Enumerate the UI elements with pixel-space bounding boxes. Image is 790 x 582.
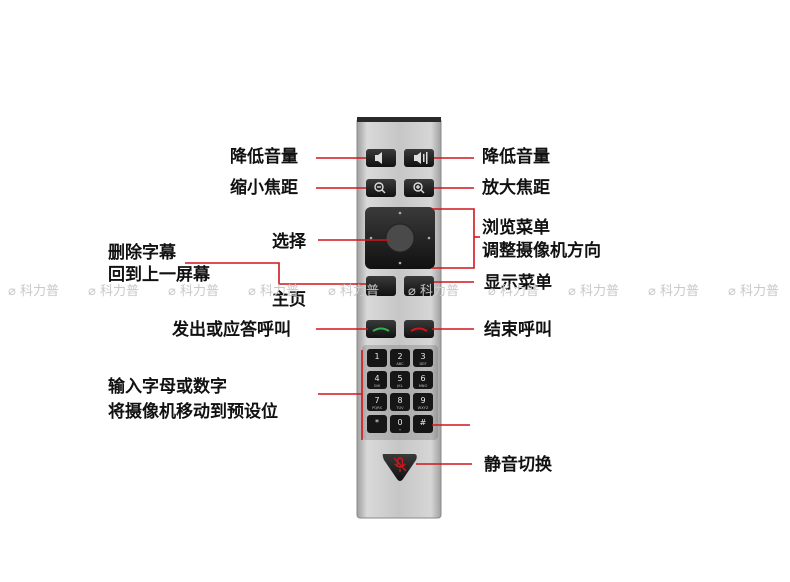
watermark-text: ⌀ 科力普 <box>728 284 779 299</box>
keypad-key-letters: GHI <box>374 384 381 388</box>
label-browse-menu: 浏览菜单 <box>482 218 550 238</box>
label-zoom-in: 放大焦距 <box>482 178 550 198</box>
watermark-text: ⌀ 科力普 <box>88 284 139 299</box>
zoom-in-icon <box>413 182 425 194</box>
label-input-chars: 输入字母或数字 <box>108 377 227 397</box>
keypad-key-letters: WXYZ <box>418 406 429 410</box>
watermark-text: ⌀ 科力普 <box>248 284 299 299</box>
menu-button <box>404 276 434 296</box>
remote-top-edge <box>357 117 441 122</box>
label-call: 发出或应答呼叫 <box>172 320 291 340</box>
label-home: 主页 <box>272 290 306 310</box>
keypad-key-number: 1 <box>374 352 379 361</box>
watermark-text: ⌀ 科力普 <box>168 284 219 299</box>
watermark-text: ⌀ 科力普 <box>648 284 699 299</box>
dpad-arrows <box>369 211 431 265</box>
speaker-high-icon <box>414 152 428 164</box>
keypad-key-number: 5 <box>397 374 402 383</box>
zoom-out-button <box>366 179 396 197</box>
label-adjust-camera: 调整摄像机方向 <box>482 241 601 261</box>
zoom-out-icon <box>374 182 386 194</box>
watermark-text: ⌀ 科力普 <box>8 284 59 299</box>
label-zoom-out: 缩小焦距 <box>230 178 298 198</box>
keypad-key-number: 0 <box>397 418 402 427</box>
label-vol-down-right: 降低音量 <box>482 147 550 167</box>
label-mute: 静音切换 <box>484 455 552 475</box>
label-back-home: 回到上一屏幕 <box>108 265 210 285</box>
keypad-key-hash[interactable]: # <box>413 415 433 433</box>
keypad-key-number: 4 <box>374 374 379 383</box>
pointer-lines <box>185 157 480 465</box>
label-vol-down-left: 降低音量 <box>230 147 298 167</box>
dpad-select-button <box>385 223 415 253</box>
watermark-text: ⌀ 科力普 <box>568 284 619 299</box>
keypad-key-letters: PQRS <box>372 406 382 410</box>
keypad-key-letters: DEF <box>419 362 426 366</box>
phone-green-icon <box>372 327 390 332</box>
keypad-key-letters: JKL <box>396 384 402 388</box>
label-show-menu: 显示菜单 <box>484 273 552 293</box>
keypad-key-letters: TUV <box>395 406 404 410</box>
pointer-keypad <box>318 350 363 440</box>
speaker-low-icon <box>375 152 382 164</box>
label-end-call: 结束呼叫 <box>484 320 552 340</box>
keypad-key-letters: MNO <box>419 384 428 388</box>
watermark-text: ⌀ 科力普 <box>328 284 379 299</box>
watermark-text: ⌀ 科力普 <box>488 284 539 299</box>
keypad-key-number: * <box>375 418 379 427</box>
keypad-key-letters: + <box>398 428 401 432</box>
keypad-key-number: 6 <box>420 374 425 383</box>
keypad-key-number: 9 <box>420 396 425 405</box>
keypad-key-number: 8 <box>397 396 402 405</box>
pointer-back <box>185 262 366 285</box>
label-move-camera: 将摄像机移动到预设位 <box>108 402 278 422</box>
keypad-key-star[interactable]: * <box>367 415 387 433</box>
keypad-key-number: 7 <box>374 396 379 405</box>
watermark-text: ⌀ 科力普 <box>408 284 459 299</box>
back-button <box>366 276 396 296</box>
keypad-key-number: 3 <box>420 352 425 361</box>
keypad-key-number: # <box>420 418 427 427</box>
keypad-key-0[interactable]: 0+ <box>390 415 410 433</box>
keypad-key-number: 2 <box>397 352 402 361</box>
keypad-key-letters: ABC <box>396 362 404 366</box>
keypad-key-1[interactable]: 1 <box>367 349 387 367</box>
phone-red-icon <box>410 327 428 332</box>
label-select: 选择 <box>272 232 306 252</box>
zoom-in-button <box>404 179 434 197</box>
mic-muted-icon <box>393 457 407 472</box>
label-delete-subtitle: 删除字幕 <box>108 243 176 263</box>
